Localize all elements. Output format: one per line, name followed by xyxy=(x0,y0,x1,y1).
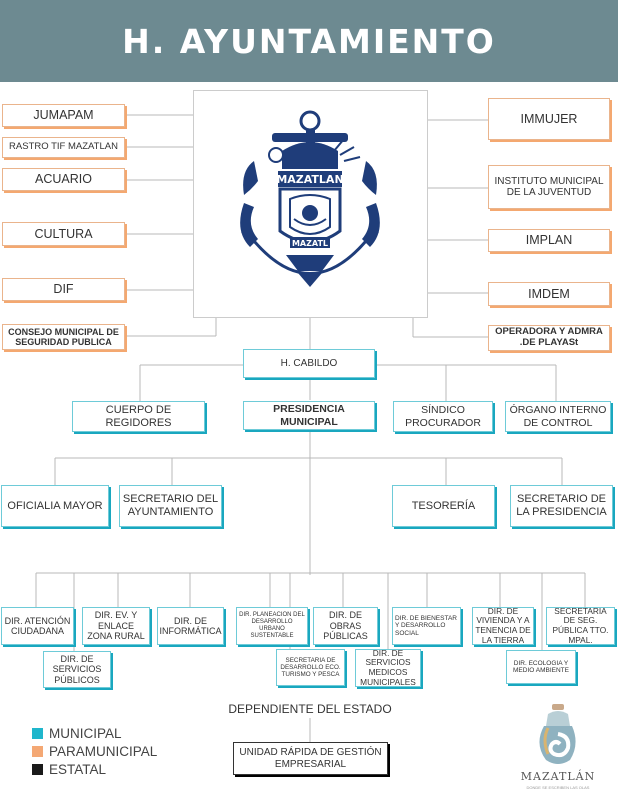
dir-servicios-medicos-label: DIR. DE SERVICIOS MEDICOS MUNICIPALES xyxy=(360,647,416,687)
instituto-juventud-label: INSTITUTO MUNICIPAL DE LA JUVENTUD xyxy=(494,175,604,199)
legend-label-municipal: MUNICIPAL xyxy=(49,725,122,741)
instituto-juventud-box: INSTITUTO MUNICIPAL DE LA JUVENTUD xyxy=(488,165,610,209)
dir-servicios-publicos-box: DIR. DE SERVICIOS PÚBLICOS xyxy=(43,651,111,688)
legend-label-estatal: ESTATAL xyxy=(49,761,107,777)
spiral-wave-icon xyxy=(539,704,576,764)
coat-of-arms-frame: MAZATLAN MAZATL xyxy=(193,90,428,318)
immujer-box: IMMUJER xyxy=(488,98,610,140)
operadora-playas-label: OPERADORA Y ADMRA .DE PLAYASt xyxy=(495,326,603,348)
header-banner: H. AYUNTAMIENTO xyxy=(0,0,618,82)
consejo-seguridad-box: CONSEJO MUNICIPAL DE SEGURIDAD PUBLICA xyxy=(2,324,125,350)
sec-seguridad-publica-label: SECRETARIA DE SEG. PÚBLICA TTO. MPAL. xyxy=(552,605,609,645)
sindico-procurador-label: SÍNDICO PROCURADOR xyxy=(405,404,481,429)
unidad-gestion-empresarial-box: UNIDAD RÁPIDA DE GESTIÓN EMPRESARIAL xyxy=(233,742,388,775)
dir-informatica-label: DIR. DE INFORMÁTICA xyxy=(159,615,222,636)
sec-desarrollo-eco-box: SECRETARIA DE DESARROLLO ECO. TURISMO Y … xyxy=(276,649,345,686)
organo-interno-label: ÓRGANO INTERNO DE CONTROL xyxy=(509,404,607,429)
dir-bienestar-social-box: DIR. DE BIENESTAR Y DESARROLLO SOCIAL xyxy=(392,607,461,645)
dir-atencion-ciudadana-label: DIR. ATENCIÓN CIUDADANA xyxy=(4,615,71,636)
imdem-label: IMDEM xyxy=(528,286,570,301)
dir-bienestar-social-label: DIR. DE BIENESTAR Y DESARROLLO SOCIAL xyxy=(395,614,458,637)
legend-item-municipal: MUNICIPAL xyxy=(32,724,157,742)
dir-planeacion-urbano-label: DIR. PLANEACION DEL DESARROLLO URBANO SU… xyxy=(239,612,305,639)
jumapam-label: JUMAPAM xyxy=(33,108,94,123)
secretario-presidencia-box: SECRETARIO DE LA PRESIDENCIA xyxy=(510,485,613,527)
rastro-tif-box: RASTRO TIF MAZATLAN xyxy=(2,137,125,158)
operadora-playas-box: OPERADORA Y ADMRA .DE PLAYASt xyxy=(488,325,610,351)
acuario-box: ACUARIO xyxy=(2,168,125,191)
secretario-presidencia-label: SECRETARIO DE LA PRESIDENCIA xyxy=(516,493,607,518)
dir-obras-publicas-box: DIR. DE OBRAS PÚBLICAS xyxy=(313,607,378,645)
dir-enlace-zona-rural-box: DIR. EV. Y ENLACE ZONA RURAL xyxy=(82,607,150,645)
cuerpo-regidores-box: CUERPO DE REGIDORES xyxy=(72,401,205,432)
dir-informatica-box: DIR. DE INFORMÁTICA xyxy=(157,607,224,645)
cabildo-box: H. CABILDO xyxy=(243,349,375,378)
dir-ecologia-box: DIR. ECOLOGIA Y MEDIO AMBIENTE xyxy=(506,650,576,684)
dif-box: DIF xyxy=(2,278,125,301)
secretario-ayuntamiento-label: SECRETARIO DEL AYUNTAMIENTO xyxy=(122,493,219,518)
rastro-tif-label: RASTRO TIF MAZATLAN xyxy=(9,141,118,153)
dependiente-estado-label: DEPENDIENTE DEL ESTADO xyxy=(228,702,392,716)
legend-item-paramunicipal: PARAMUNICIPAL xyxy=(32,742,157,760)
dir-vivienda-tenencia-box: DIR. DE VIVIENDA Y A TENENCIA DE LA TIER… xyxy=(472,605,534,645)
implan-box: IMPLAN xyxy=(488,229,610,252)
cabildo-label: H. CABILDO xyxy=(280,357,338,369)
tesoreria-label: TESORERÍA xyxy=(411,499,476,512)
dir-obras-publicas-label: DIR. DE OBRAS PÚBLICAS xyxy=(323,610,368,642)
unidad-gestion-empresarial-label: UNIDAD RÁPIDA DE GESTIÓN EMPRESARIAL xyxy=(239,747,382,770)
dir-enlace-zona-rural-label: DIR. EV. Y ENLACE ZONA RURAL xyxy=(87,610,145,642)
organo-interno-box: ÓRGANO INTERNO DE CONTROL xyxy=(505,401,611,432)
legend-label-paramunicipal: PARAMUNICIPAL xyxy=(49,743,158,759)
cultura-label: CULTURA xyxy=(34,226,93,241)
dir-atencion-ciudadana-box: DIR. ATENCIÓN CIUDADANA xyxy=(1,607,74,645)
dir-servicios-publicos-label: DIR. DE SERVICIOS PÚBLICOS xyxy=(52,653,102,685)
jumapam-box: JUMAPAM xyxy=(2,104,125,127)
immujer-label: IMMUJER xyxy=(520,111,578,126)
logo-wordmark: MAZATLÁN xyxy=(520,770,596,783)
crest-top-text: MAZATLAN xyxy=(276,173,343,186)
oficialia-mayor-box: OFICIALIA MAYOR xyxy=(1,485,109,527)
dir-vivienda-tenencia-label: DIR. DE VIVIENDA Y A TENENCIA DE LA TIER… xyxy=(475,605,531,645)
dir-ecologia-label: DIR. ECOLOGIA Y MEDIO AMBIENTE xyxy=(513,659,569,674)
tesoreria-box: TESORERÍA xyxy=(392,485,495,527)
presidencia-municipal-label: PRESIDENCIA MUNICIPAL xyxy=(273,403,345,428)
acuario-label: ACUARIO xyxy=(35,172,92,187)
mazatlan-logo: MAZATLÁN DONDE SE ESCRIBEN LAS OLAS xyxy=(508,700,608,796)
imdem-box: IMDEM xyxy=(488,282,610,306)
cuerpo-regidores-label: CUERPO DE REGIDORES xyxy=(105,403,172,429)
crest-bottom-text: MAZATL xyxy=(292,239,328,248)
implan-label: IMPLAN xyxy=(525,233,573,248)
oficialia-mayor-label: OFICIALIA MAYOR xyxy=(7,499,103,512)
dir-planeacion-urbano-box: DIR. PLANEACION DEL DESARROLLO URBANO SU… xyxy=(236,607,308,645)
sec-desarrollo-eco-label: SECRETARIA DE DESARROLLO ECO. TURISMO Y … xyxy=(280,656,341,679)
legend-swatch-municipal xyxy=(32,727,43,739)
dir-servicios-medicos-box: DIR. DE SERVICIOS MEDICOS MUNICIPALES xyxy=(355,647,421,687)
cultura-box: CULTURA xyxy=(2,222,125,246)
legend-item-estatal: ESTATAL xyxy=(32,760,157,778)
legend-swatch-estatal xyxy=(32,763,43,775)
presidencia-municipal-box: PRESIDENCIA MUNICIPAL xyxy=(243,401,375,430)
secretario-ayuntamiento-box: SECRETARIO DEL AYUNTAMIENTO xyxy=(119,485,222,527)
anchor-crest-icon: MAZATLAN MAZATL xyxy=(240,110,380,287)
legend-swatch-paramunicipal xyxy=(32,745,43,757)
dif-label: DIF xyxy=(53,282,74,297)
consejo-seguridad-label: CONSEJO MUNICIPAL DE SEGURIDAD PUBLICA xyxy=(8,326,119,347)
sec-seguridad-publica-box: SECRETARIA DE SEG. PÚBLICA TTO. MPAL. xyxy=(546,605,615,645)
legend: MUNICIPAL PARAMUNICIPAL ESTATAL xyxy=(32,724,157,778)
sindico-procurador-box: SÍNDICO PROCURADOR xyxy=(393,401,493,432)
page-title: H. AYUNTAMIENTO xyxy=(122,21,496,61)
logo-tagline: DONDE SE ESCRIBEN LAS OLAS xyxy=(526,785,590,790)
